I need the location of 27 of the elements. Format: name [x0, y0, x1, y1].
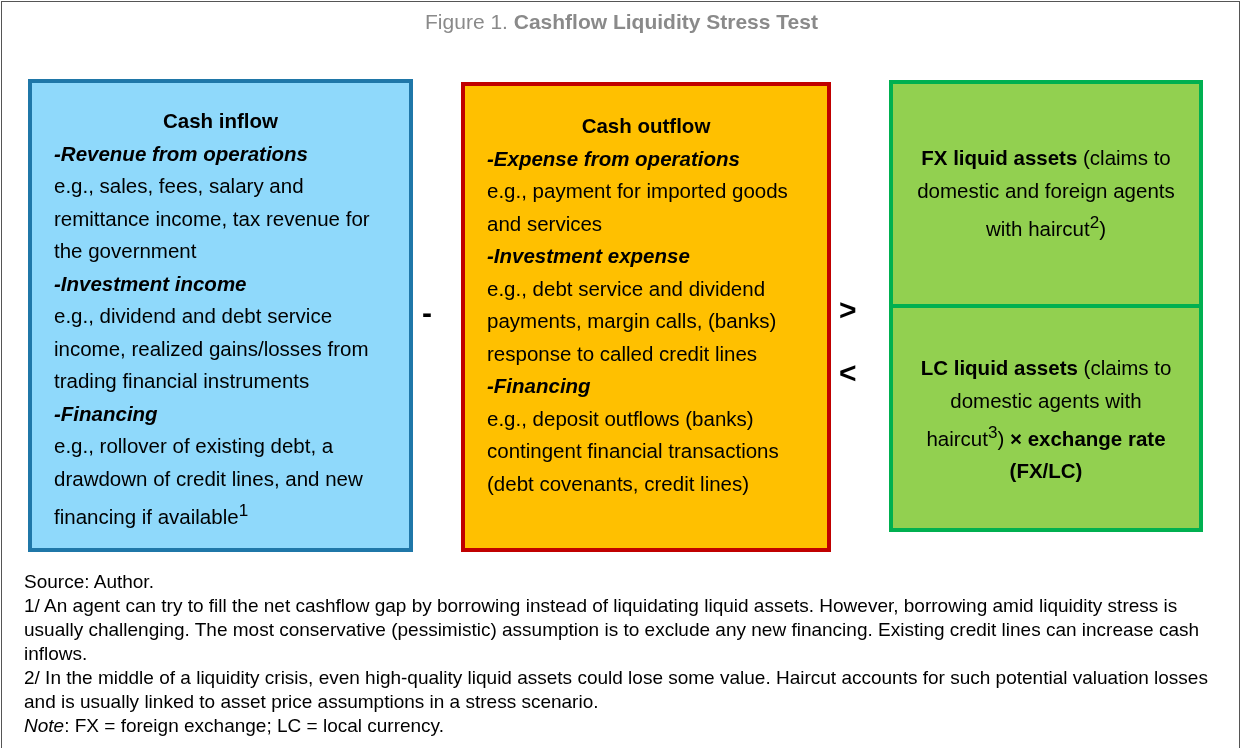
greater-than-sign: > [839, 293, 857, 327]
example-text: e.g., dividend and debt service income, realized gains/losses from trading financial instruments [54, 303, 370, 394]
abbreviation-note: Note: FX = foreign exchange; LC = local currency. [24, 714, 445, 738]
footnote: 1/ An agent can try to fill the net cashflow gap by borrowing instead of liquidating liquid assets. However, borrowing amid liquidity stress is usually challenging. The most conservative (pessimistic) assumption is to exclude any new financing. Existing credit lines can increase cash inflows. [24, 594, 1201, 666]
example-text: e.g., debt service and dividend payments, margin calls, (banks) response to called credit lines [487, 275, 778, 367]
example-text: e.g., rollover of existing debt, a drawdown of credit lines, and new financing if available$^{1}$ [54, 433, 364, 530]
category-heading: -Financing [487, 373, 592, 399]
minus-sign: - [422, 296, 432, 330]
example-text: e.g., payment for imported goods and services [487, 178, 789, 237]
asset-text: LC liquid assets (claims to domestic agents with haircut$^{3}$) × exchange rate (FX/LC) [919, 355, 1173, 485]
category-heading: -Revenue from operations [54, 140, 310, 167]
panel-heading: Cash inflow [161, 108, 279, 134]
category-heading: -Investment income [54, 270, 248, 297]
inflow-panel [28, 79, 413, 552]
footnote: 2/ In the middle of a liquidity crisis, even high-quality liquid assets could lose some value. Haircut accounts for such potential valuation losses and is usually linked to asset price assumptions in a stress scenario. [24, 666, 1209, 714]
less-than-sign: < [839, 356, 857, 390]
example-text: e.g., deposit outflows (banks) contingent financial transactions (debt covenants, credit lines) [487, 405, 780, 497]
asset-text: FX liquid assets (claims to domestic and foreign agents with haircut$^{2}$) [916, 145, 1176, 243]
example-text: e.g., sales, fees, salary and remittance income, tax revenue for the government [54, 173, 371, 264]
figure-title: Figure 1. Cashflow Liquidity Stress Test [424, 10, 819, 34]
assets-panel [889, 80, 1203, 532]
panel-heading: Cash outflow [580, 113, 712, 139]
category-heading: -Financing [54, 400, 159, 427]
category-heading: -Expense from operations [487, 145, 741, 172]
category-heading: -Investment expense [487, 243, 691, 269]
source-note: Source: Author. [24, 570, 155, 594]
outflow-panel [461, 82, 831, 552]
